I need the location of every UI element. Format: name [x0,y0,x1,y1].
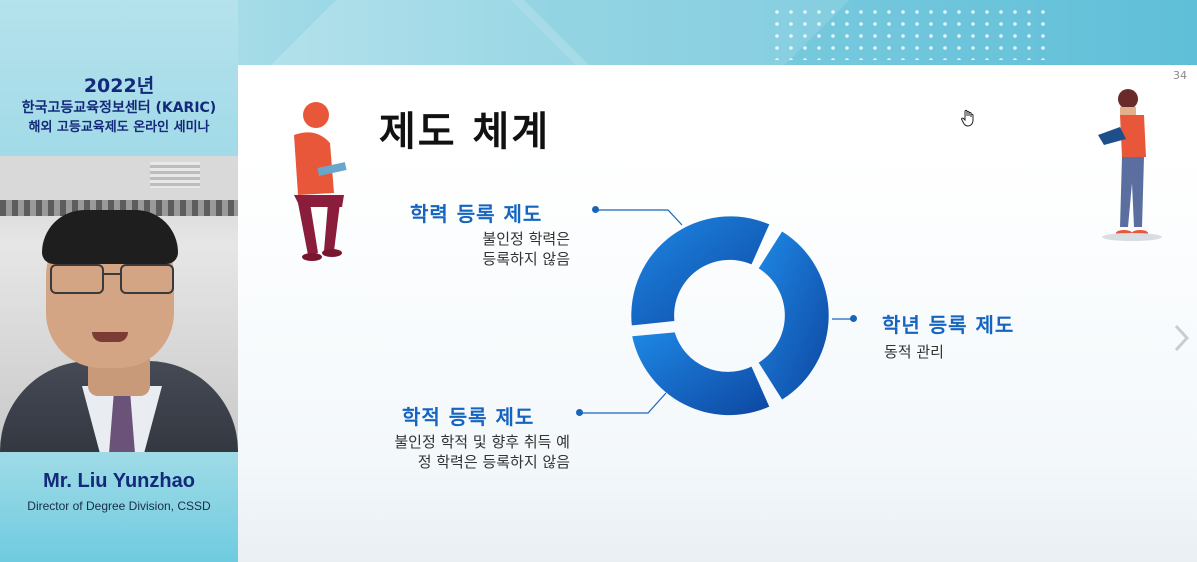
item-desc-student-status-registration: 불인정 학적 및 향후 취득 예 정 학력은 등록하지 않음 [394,433,570,471]
ring-segment-right [758,231,829,400]
connector-dot [592,206,599,213]
item-title-student-status-registration: 학적 등록 제도 [402,405,535,429]
item-desc-academic-degree-registration: 불인정 학력은 등록하지 않음 [482,230,570,268]
hand-cursor-icon [960,109,974,127]
speaker-name: Mr. Liu Yunzhao [43,470,195,492]
decorative-dot-grid [770,6,1050,60]
speaker-role: Director of Degree Division, CSSD [27,499,211,513]
slide-title: 제도 체계 [379,109,551,155]
video-background-blinds [0,200,238,216]
chevron-right-icon[interactable] [1171,323,1191,353]
slide-page-number: 34 [1173,69,1187,82]
presentation-slide: 34 제도 체계 [238,65,1197,562]
video-background-vent [150,162,200,188]
event-year: 2022년 [83,75,155,97]
ring-segment-bottom [632,332,770,416]
speaker-mouth [92,332,128,342]
speaker-video [0,156,238,452]
item-title-academic-degree-registration: 학력 등록 제도 [410,202,543,226]
item-title-grade-registration: 학년 등록 제도 [882,313,1015,337]
item-desc-grade-registration: 동적 관리 [884,343,944,361]
standing-person-illustration [1098,89,1162,241]
event-title: 2022년 한국고등교육정보센터 (KARIC) 해외 고등교육제도 온라인 세… [0,74,238,138]
sitting-person-illustration [294,102,347,261]
ring-segment-top [631,216,770,326]
event-organization: 한국고등교육정보센터 (KARIC) [21,100,217,116]
connector-dot [576,409,583,416]
speaker-panel: 2022년 한국고등교육정보센터 (KARIC) 해외 고등교육제도 온라인 세… [0,0,238,562]
event-seminar: 해외 고등교육제도 온라인 세미나 [28,120,210,135]
speaker-hair [42,210,178,264]
segmented-ring-diagram [631,216,829,416]
speaker-nameplate: Mr. Liu Yunzhao Director of Degree Divis… [0,452,238,562]
connector-dot [850,315,857,322]
speaker-glasses [50,264,178,294]
